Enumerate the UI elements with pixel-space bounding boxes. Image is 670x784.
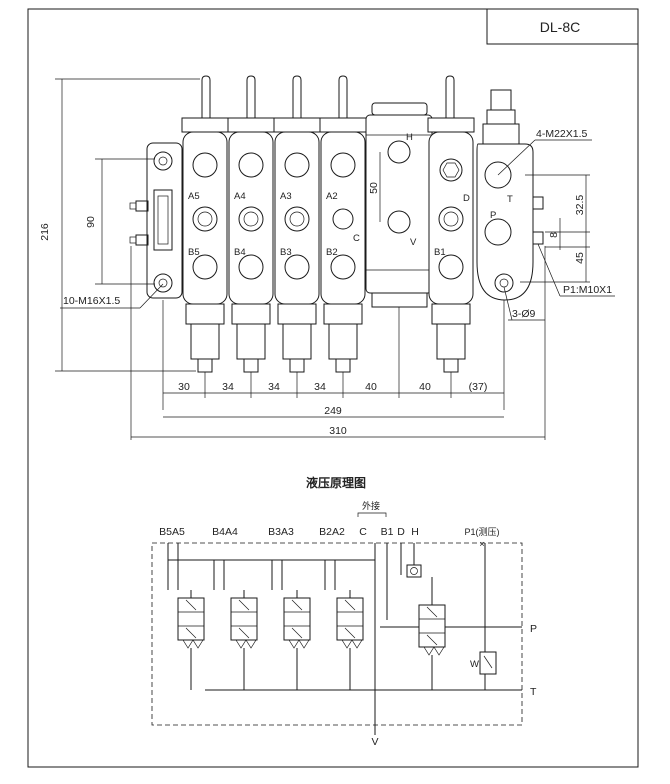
port-p1: P1(测压) bbox=[464, 527, 499, 537]
label-v: V bbox=[410, 237, 417, 248]
port-d: D bbox=[397, 526, 405, 538]
work-section-3 bbox=[273, 75, 321, 373]
hydraulic-schematic: 液压原理图 外接 B5A5 B4A4 B3A3 B2A2 C B1 D H P1… bbox=[151, 475, 537, 748]
label-c: C bbox=[353, 233, 360, 244]
dim-34-b: 34 bbox=[268, 381, 280, 393]
label-p: P bbox=[490, 210, 496, 221]
schematic-title: 液压原理图 bbox=[306, 475, 366, 490]
dim-40-a: 40 bbox=[365, 381, 377, 393]
relief-label: W bbox=[470, 659, 479, 670]
port-t-label: T bbox=[530, 686, 537, 698]
spool-1 bbox=[386, 543, 446, 690]
dim-30: 30 bbox=[178, 381, 190, 393]
external-label: 外接 bbox=[362, 500, 380, 511]
port-b4a4: B4A4 bbox=[212, 526, 238, 538]
spool-2 bbox=[324, 560, 364, 690]
dim-34-a: 34 bbox=[222, 381, 234, 393]
label-a5: A5 bbox=[188, 191, 200, 202]
label-b4: B4 bbox=[234, 247, 246, 258]
label-b5: B5 bbox=[188, 247, 200, 258]
p1-test-point: × bbox=[479, 539, 484, 549]
relief-valve: W bbox=[470, 543, 497, 690]
check-valve bbox=[406, 564, 422, 578]
dim-50: 50 bbox=[368, 182, 380, 194]
label-a4: A4 bbox=[234, 191, 246, 202]
callout-p1-port: P1:M10X1 bbox=[563, 284, 612, 296]
label-a3: A3 bbox=[280, 191, 292, 202]
port-b5a5: B5A5 bbox=[159, 526, 185, 538]
label-b1: B1 bbox=[434, 247, 446, 258]
sheet-border bbox=[27, 8, 639, 768]
dim-8: 8 bbox=[548, 232, 560, 238]
valve-body-boundary bbox=[151, 542, 523, 726]
callout-holes: 3-Ø9 bbox=[512, 308, 536, 320]
port-c: C bbox=[359, 526, 367, 538]
work-section-5 bbox=[181, 75, 229, 373]
dim-310: 310 bbox=[329, 425, 347, 437]
dim-37: (37) bbox=[469, 381, 488, 393]
title-box bbox=[486, 9, 638, 45]
middle-block bbox=[365, 102, 433, 308]
dim-32-5: 32.5 bbox=[574, 195, 586, 216]
spool-4 bbox=[213, 560, 258, 690]
front-view: A5 A4 A3 A2 B5 B4 B3 B2 H V C D B1 T P 2… bbox=[39, 75, 615, 440]
bottom-dimension-chain bbox=[130, 246, 546, 440]
spool-5 bbox=[167, 543, 205, 690]
dim-40-b: 40 bbox=[419, 381, 431, 393]
port-b1: B1 bbox=[381, 526, 394, 538]
model-label: DL-8C bbox=[540, 19, 580, 35]
port-b3a3: B3A3 bbox=[268, 526, 294, 538]
dim-45: 45 bbox=[574, 252, 586, 264]
dim-34-c: 34 bbox=[314, 381, 326, 393]
label-t: T bbox=[507, 194, 513, 205]
callout-left-bolts: 10-M16X1.5 bbox=[63, 295, 120, 307]
work-section-2 bbox=[319, 75, 367, 373]
spool-3 bbox=[271, 560, 311, 690]
dim-90: 90 bbox=[85, 216, 97, 228]
inlet-block bbox=[476, 89, 544, 301]
work-section-1 bbox=[427, 75, 475, 373]
work-section-4 bbox=[227, 75, 275, 373]
port-p-label: P bbox=[530, 623, 537, 635]
dim-216: 216 bbox=[39, 223, 51, 241]
label-b3: B3 bbox=[280, 247, 292, 258]
port-v-label: V bbox=[371, 736, 378, 748]
inlet-end-cap bbox=[129, 142, 183, 299]
dim-249: 249 bbox=[324, 405, 342, 417]
label-b2: B2 bbox=[326, 247, 338, 258]
port-b2a2: B2A2 bbox=[319, 526, 345, 538]
label-d: D bbox=[463, 193, 470, 204]
port-h: H bbox=[411, 526, 419, 538]
label-h: H bbox=[406, 132, 413, 143]
callout-4-m22: 4-M22X1.5 bbox=[536, 128, 588, 140]
label-a2: A2 bbox=[326, 191, 338, 202]
